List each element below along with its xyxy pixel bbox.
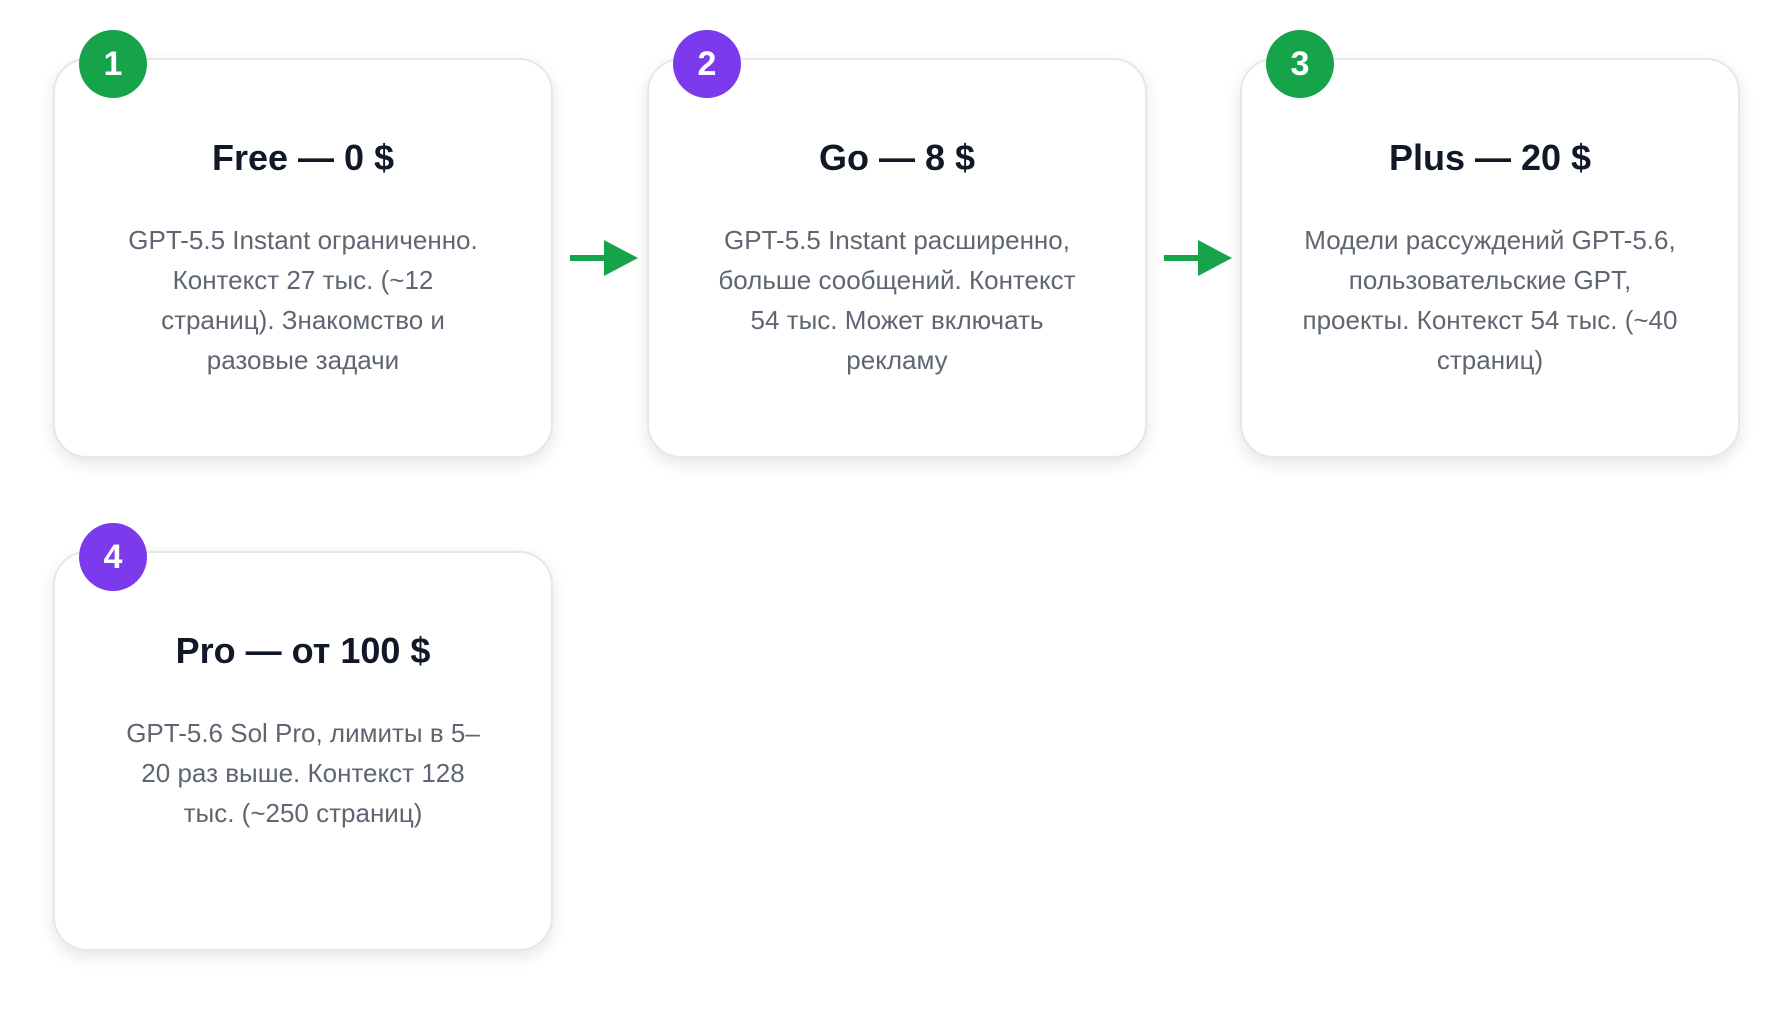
plan-description-pro: GPT-5.6 Sol Pro, лимиты в 5–20 раз выше.…	[126, 718, 480, 828]
plan-card-free: 1 Free — 0 $ GPT-5.5 Instant ограниченно…	[53, 30, 553, 458]
plan-card-plus: 3 Plus — 20 $ Модели рассуждений GPT-5.6…	[1240, 30, 1740, 458]
plan-description-plus: Модели рассуждений GPT-5.6, пользователь…	[1302, 225, 1678, 375]
plan-title-pro: Pro — от 100 $	[175, 630, 431, 671]
plan-card-go: 2 Go — 8 $ GPT-5.5 Instant расширенно, б…	[647, 30, 1147, 458]
step-badge-2: 2	[673, 30, 741, 98]
plan-title-go: Go — 8 $	[818, 137, 976, 178]
step-badge-1: 1	[79, 30, 147, 98]
plan-description-go: GPT-5.5 Instant расширенно, больше сообщ…	[718, 225, 1076, 375]
arrow-right-icon	[1164, 240, 1232, 276]
step-badge-4: 4	[79, 523, 147, 591]
arrow-right-icon	[570, 240, 638, 276]
step-badge-3: 3	[1266, 30, 1334, 98]
plan-title-plus: Plus — 20 $	[1388, 137, 1592, 178]
plan-title-free: Free — 0 $	[211, 137, 395, 178]
plan-card-pro: 4 Pro — от 100 $ GPT-5.6 Sol Pro, лимиты…	[53, 523, 553, 951]
plan-description-free: GPT-5.5 Instant ограниченно. Контекст 27…	[128, 225, 478, 375]
